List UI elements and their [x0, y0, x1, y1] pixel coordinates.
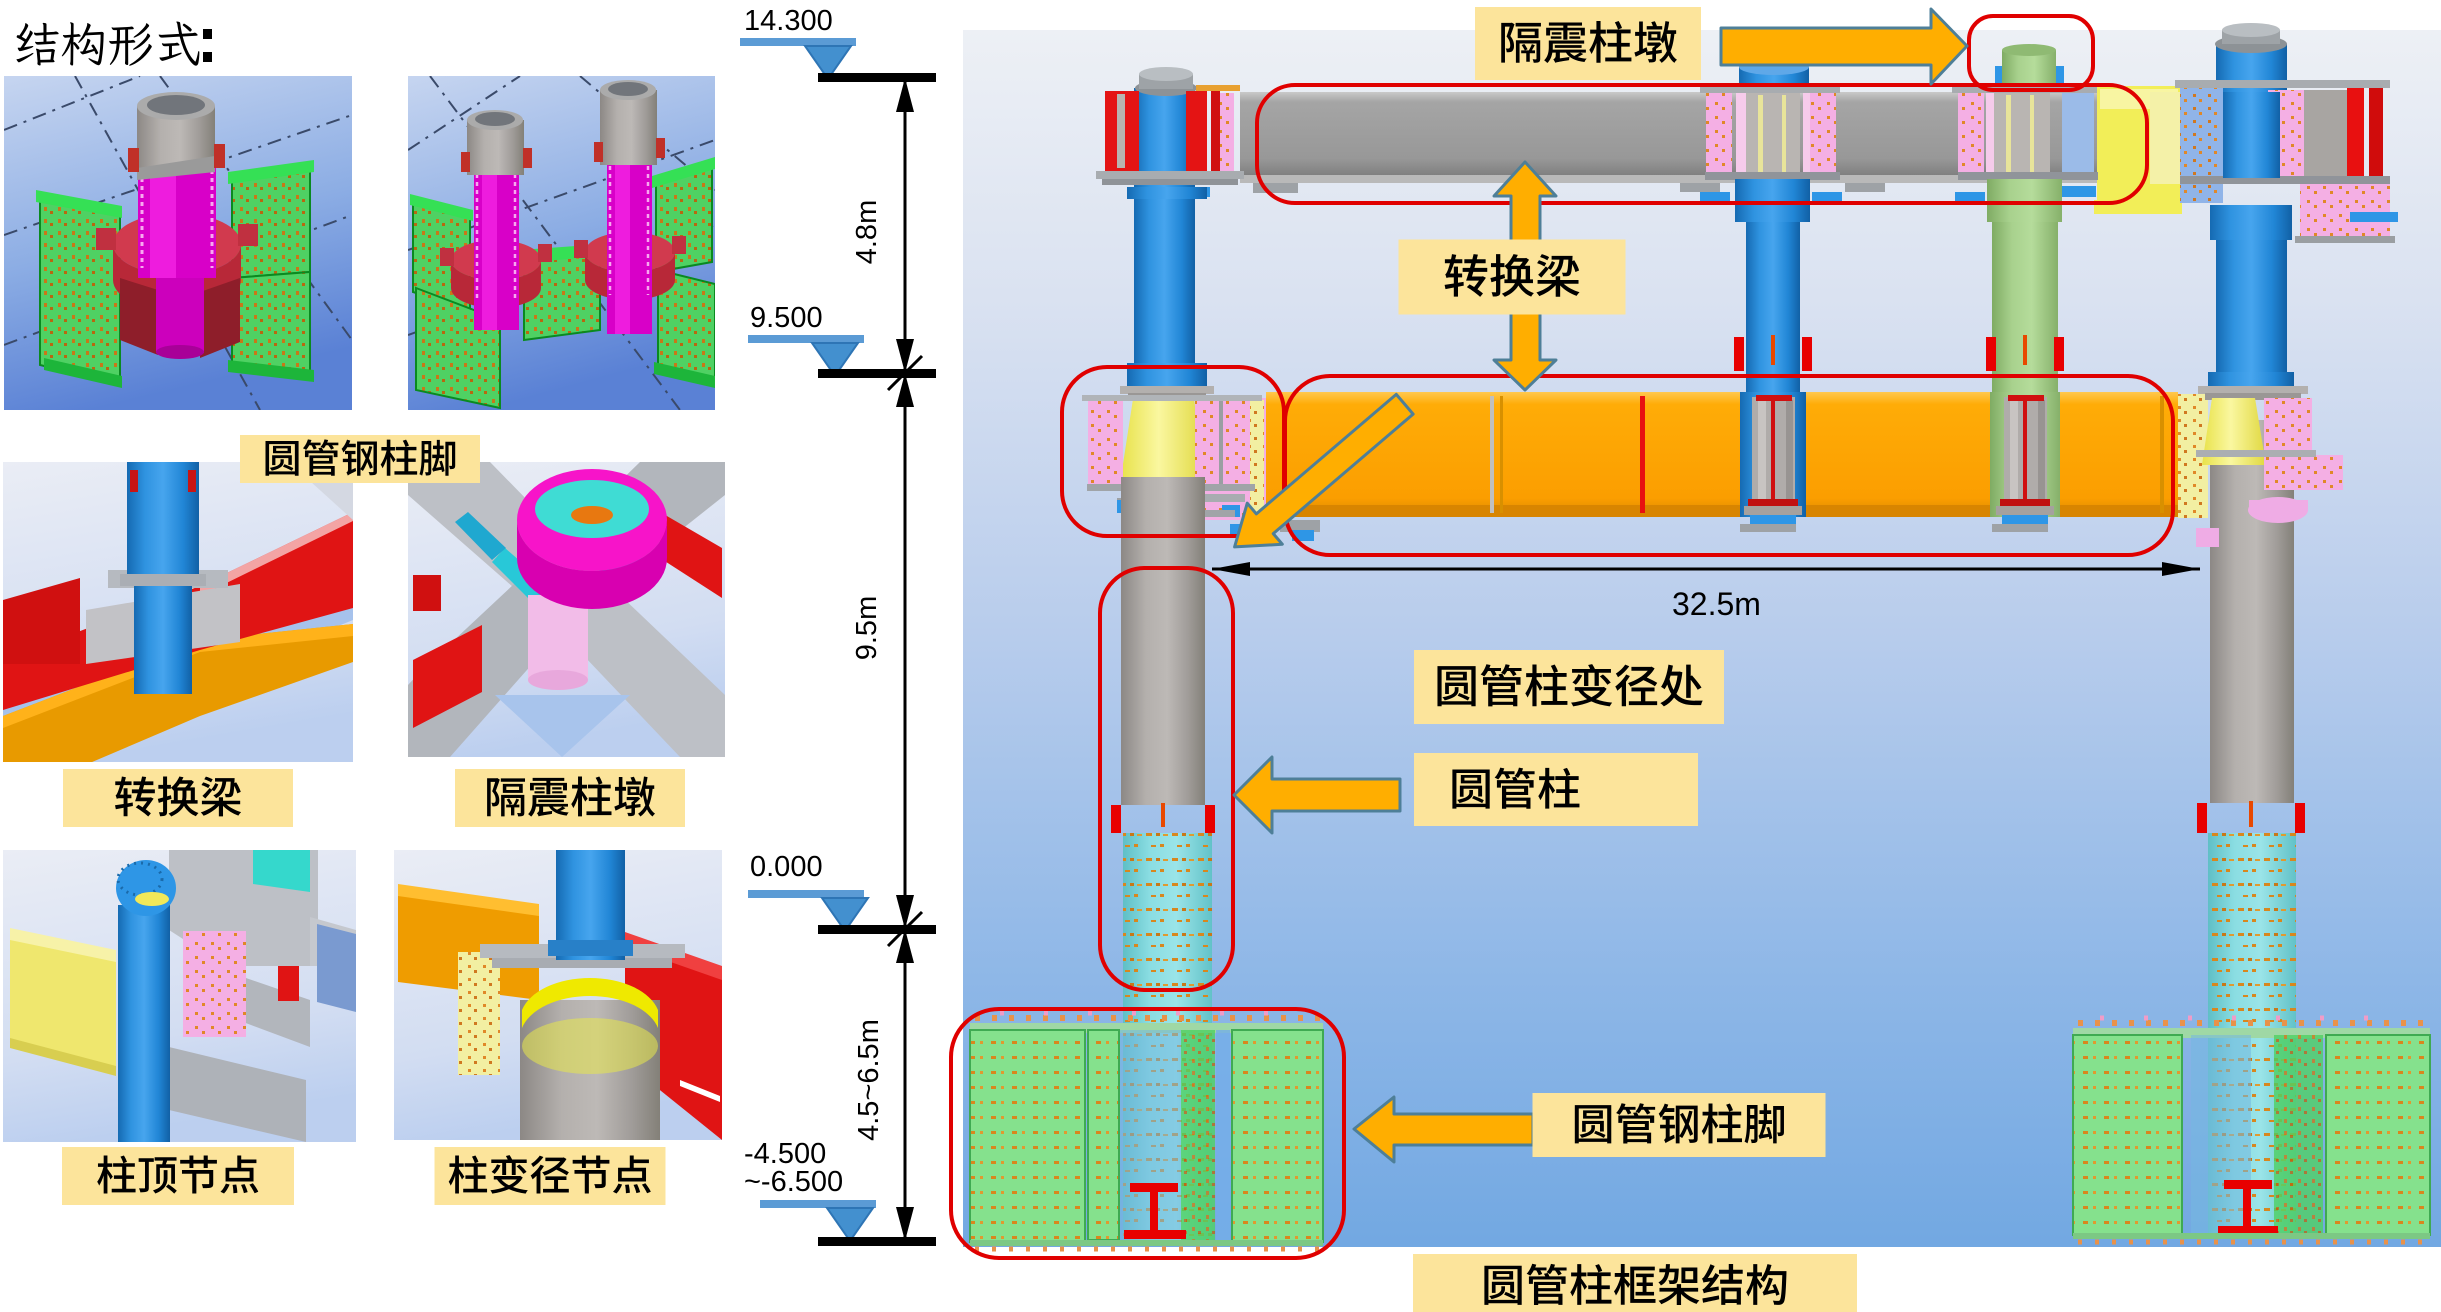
svg-text:-4.500: -4.500: [744, 1138, 826, 1170]
svg-text:~-6.500: ~-6.500: [744, 1166, 843, 1198]
svg-text:4.8m: 4.8m: [851, 200, 883, 264]
svg-text:9.500: 9.500: [750, 302, 823, 334]
svg-text:0.000: 0.000: [750, 851, 823, 883]
svg-text:4.5~6.5m: 4.5~6.5m: [853, 1019, 885, 1141]
svg-text:14.300: 14.300: [744, 5, 833, 37]
svg-text:9.5m: 9.5m: [851, 596, 883, 660]
svg-text:32.5m: 32.5m: [1672, 586, 1761, 622]
